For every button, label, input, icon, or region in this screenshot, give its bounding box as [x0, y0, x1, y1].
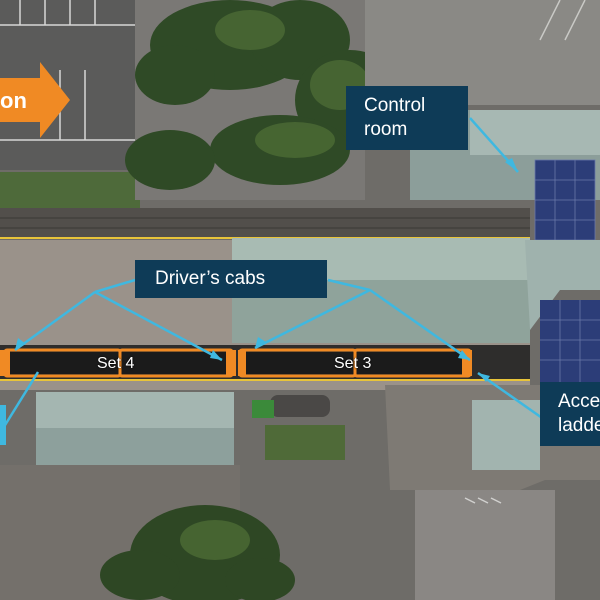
control-room-callout: Control room [346, 86, 468, 150]
right-lower-lot [415, 490, 555, 600]
drivers-cabs-callout: Driver’s cabs [135, 260, 327, 298]
tree-highlights-top [215, 10, 370, 158]
grass-strip [0, 172, 140, 210]
solar-panels-lower [540, 300, 600, 385]
pipes [270, 395, 330, 417]
tree-highlights-bottom [180, 520, 250, 560]
leader-lines [0, 117, 546, 431]
direction-arrow [0, 62, 70, 138]
control-room-roof-light [470, 110, 600, 155]
top-right-lines [539, 0, 586, 41]
solar-grid-lower [540, 300, 600, 385]
leader-arrowheads [15, 158, 518, 382]
left-edge-marker [0, 405, 6, 445]
lower-shed-light [36, 392, 234, 428]
set-3-label: Set 3 [334, 355, 372, 372]
access-ladder-callout: Acce ladde [540, 382, 600, 446]
right-lower-roof [472, 400, 540, 470]
green-equipment [252, 400, 274, 418]
right-lower-marks [464, 497, 502, 504]
cab-markers [0, 350, 472, 376]
rails [0, 217, 530, 229]
set-4-label: Set 4 [97, 355, 135, 372]
rail-corridor [0, 208, 530, 238]
small-grass [265, 425, 345, 460]
direction-arrow-text: on [0, 88, 27, 113]
